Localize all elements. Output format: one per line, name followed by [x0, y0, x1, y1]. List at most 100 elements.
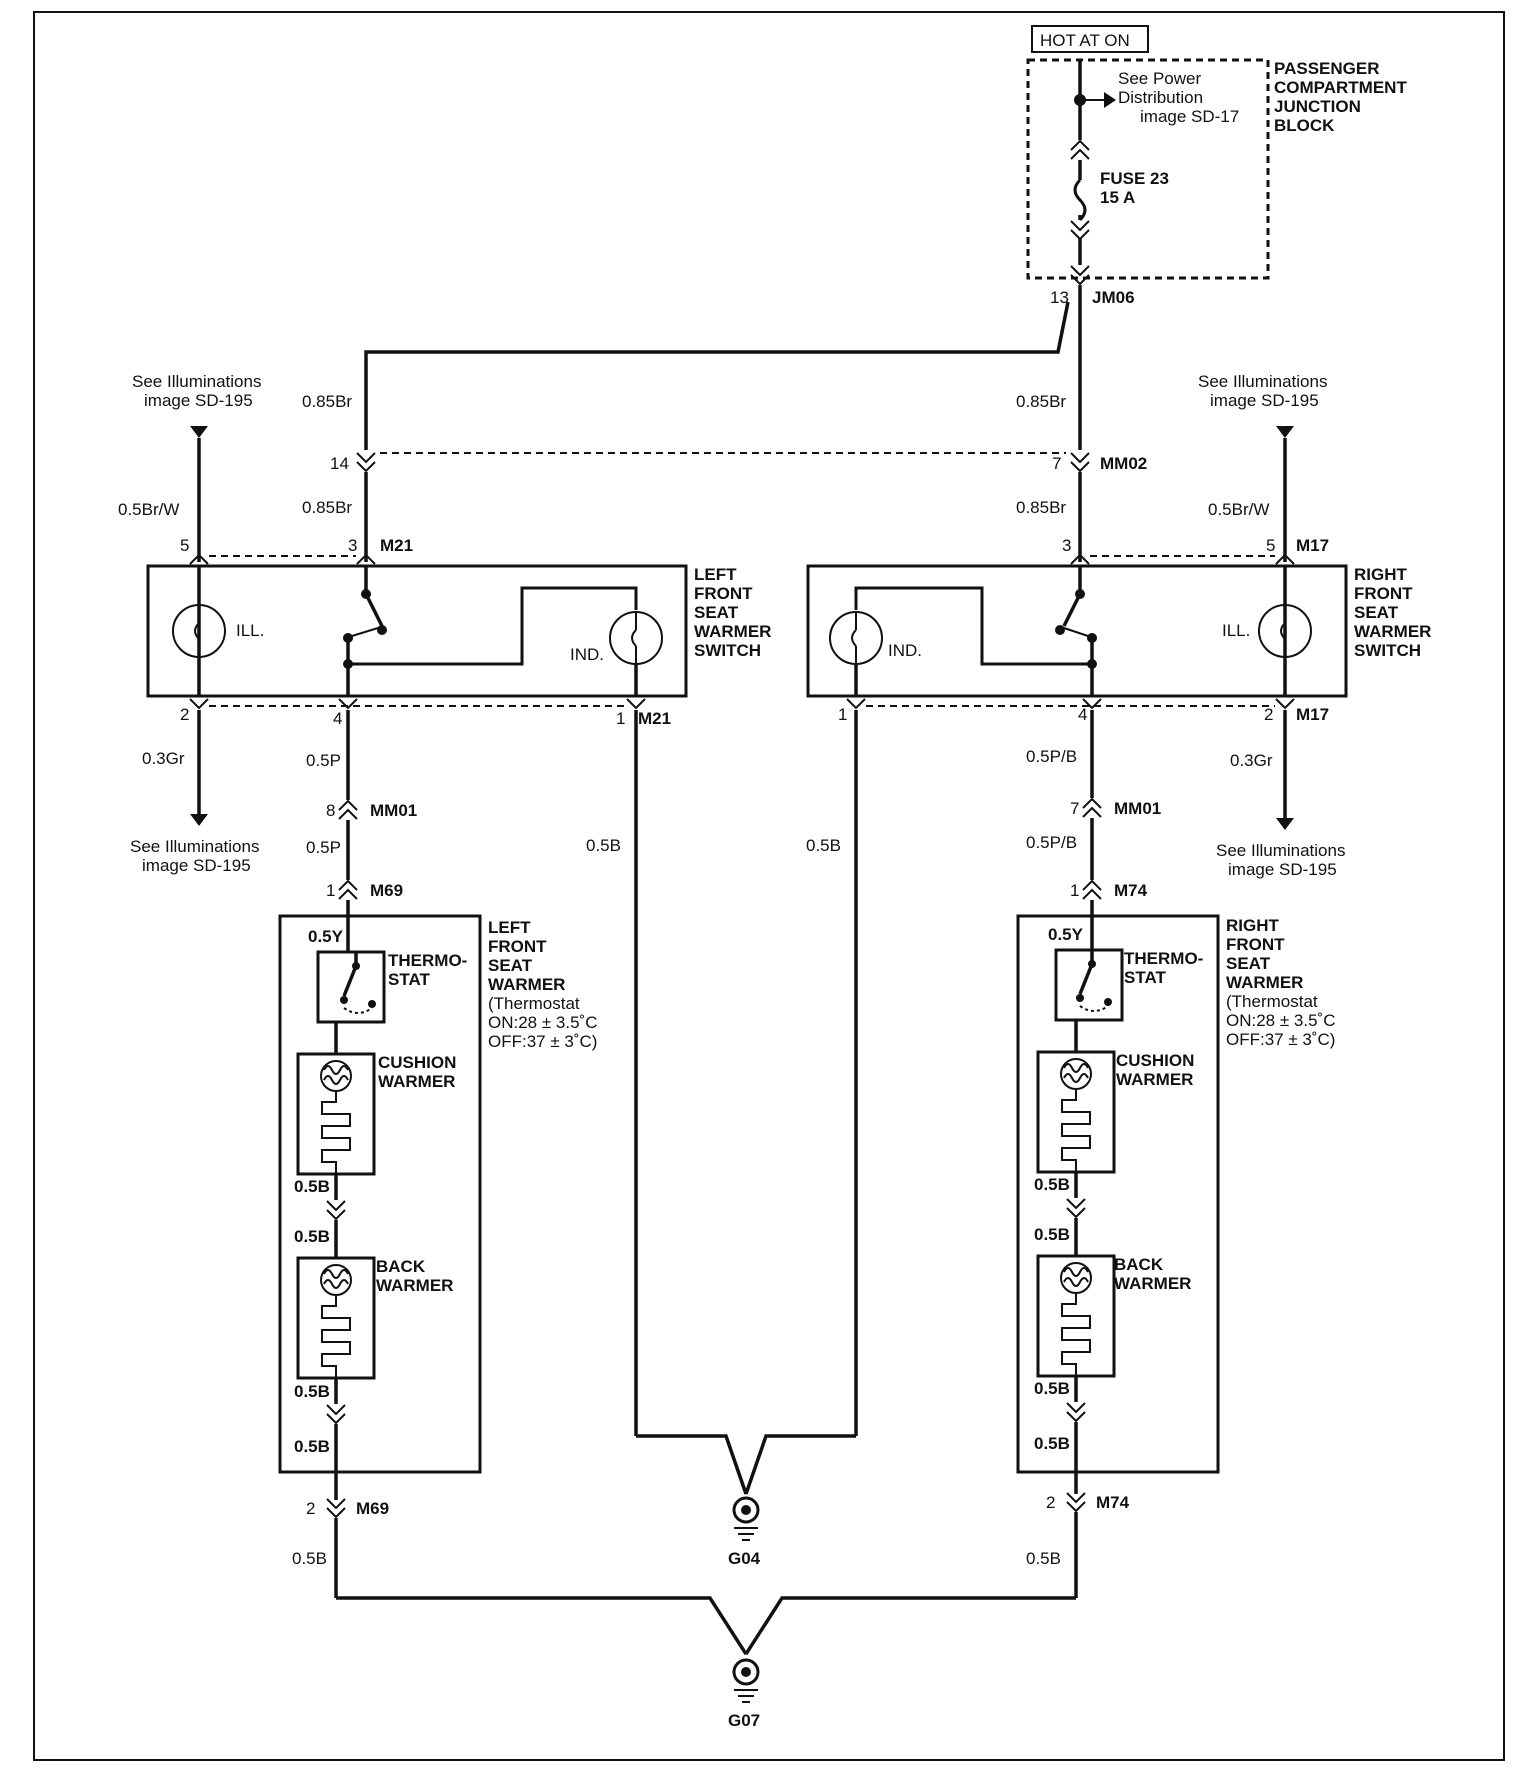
mm01-left-connector: [338, 800, 358, 820]
left-switch-link: [351, 627, 379, 637]
right-switch-box: [806, 564, 1348, 698]
right-ill-top-wire-label: 0.5Br/W: [1208, 500, 1269, 519]
right-switch-pin1: 1: [838, 705, 847, 724]
right-main-wire-label: 0.85Br: [1016, 392, 1066, 411]
left-switch-contact: [377, 625, 387, 635]
right-switch-link: [1063, 627, 1089, 637]
mm01-right-connector: [1082, 798, 1102, 818]
mm02-label: MM02: [1100, 454, 1147, 473]
right-illum-top-arrow-icon: [1276, 426, 1294, 438]
right-switch-title-1: RIGHT: [1354, 565, 1408, 584]
right-ind-label: IND.: [888, 641, 922, 660]
left-out-wire-label-2: 0.5P: [306, 838, 341, 857]
right-feed-label: 0.85Br: [1016, 498, 1066, 517]
g04-ground-symbol: [734, 1527, 758, 1541]
left-warmer-wire-out: 0.5B: [294, 1437, 330, 1456]
left-ill-label: ILL.: [236, 621, 264, 640]
see-power-3: image SD-17: [1140, 107, 1239, 126]
right-warmer-pin-in: 1: [1070, 881, 1079, 900]
right-cushion-label-2: WARMER: [1116, 1070, 1193, 1089]
hot-at-on-box: [1031, 25, 1149, 53]
right-warmer-title-1: RIGHT: [1226, 916, 1280, 935]
left-feed-label: 0.85Br: [302, 498, 352, 517]
right-back-out-wire: 0.5B: [1034, 1379, 1070, 1398]
right-warmer-title-4: WARMER: [1226, 973, 1303, 992]
junction-block-outline: [1026, 58, 1270, 280]
m69-out-connector: [326, 1498, 346, 1518]
left-back-out-wire: 0.5B: [294, 1382, 330, 1401]
g07-junction: [336, 1596, 1076, 1655]
left-illum-top-arrow-icon: [190, 426, 208, 438]
left-pin2-connector: [189, 698, 209, 709]
left-ind-circuit: [348, 586, 638, 666]
hot-at-on-label: HOT AT ON: [1040, 31, 1130, 50]
see-power-2: Distribution: [1118, 88, 1203, 107]
right-illum-ref-bottom-2: image SD-195: [1228, 860, 1337, 879]
left-switch-pin5: 5: [180, 536, 189, 555]
left-illum-ref-top-1: See Illuminations: [132, 372, 261, 391]
right-switch-title-2: FRONT: [1354, 584, 1413, 603]
left-warmer-title-1: LEFT: [488, 918, 531, 937]
right-switch-blade: [1062, 593, 1082, 627]
page-border: [33, 11, 1505, 1761]
left-back-in-wire: 0.5B: [294, 1227, 330, 1246]
right-thermostat-box: [1054, 948, 1124, 1022]
right-out-wire-label-1: 0.5P/B: [1026, 747, 1077, 766]
junction-block-label-2: COMPARTMENT: [1274, 78, 1407, 97]
right-ind-ground-label: 0.5B: [806, 836, 841, 855]
right-switch-title-4: WARMER: [1354, 622, 1431, 641]
left-thermostat-blade: [342, 965, 358, 997]
mm01-label-left: MM01: [370, 801, 417, 820]
left-illum-ref-top-2: image SD-195: [144, 391, 253, 410]
right-pin1-connector: [846, 698, 866, 709]
left-main-wire: [364, 301, 1070, 450]
left-back-label-1: BACK: [376, 1257, 426, 1276]
right-thermostat-blade: [1078, 963, 1094, 995]
left-ind-ground-label: 0.5B: [586, 836, 621, 855]
g04-label: G04: [728, 1549, 761, 1568]
left-warmer-conn-out: M69: [356, 1499, 389, 1518]
left-cushion-label-1: CUSHION: [378, 1053, 456, 1072]
left-switch-blade: [364, 593, 384, 627]
left-warmer-title-5: (Thermostat: [488, 994, 580, 1013]
right-out-wire-label-2: 0.5P/B: [1026, 833, 1077, 852]
right-ind-lamp-icon: [829, 611, 883, 665]
m69-in-connector: [338, 880, 358, 900]
left-cushion-out-wire: 0.5B: [294, 1177, 330, 1196]
left-thermostat-contact: [340, 996, 348, 1004]
left-illum-ref-bottom-1: See Illuminations: [130, 837, 259, 856]
left-back-label-2: WARMER: [376, 1276, 453, 1295]
right-switch-pin5: 5: [1266, 536, 1275, 555]
mm02-left-connector: [356, 452, 376, 472]
left-switch-title-1: LEFT: [694, 565, 737, 584]
left-ind-label: IND.: [570, 645, 604, 664]
right-thermostat-link: [1079, 1005, 1109, 1012]
right-switch-title-3: SEAT: [1354, 603, 1399, 622]
left-back-heater-icon: [296, 1256, 376, 1380]
left-out-wire-label-1: 0.5P: [306, 751, 341, 770]
left-switch-pin1: 1: [616, 709, 625, 728]
right-ind-circuit: [854, 586, 1092, 666]
right-warmer-wire-out: 0.5B: [1034, 1434, 1070, 1453]
right-thermostat-contact: [1076, 994, 1084, 1002]
right-back-in-wire: 0.5B: [1034, 1225, 1070, 1244]
right-illum-ref-top-2: image SD-195: [1210, 391, 1319, 410]
left-back-connector: [326, 1404, 346, 1424]
left-warmer-title-4: WARMER: [488, 975, 565, 994]
junction-block-label-1: PASSENGER: [1274, 59, 1380, 78]
fuse-symbol: [1073, 178, 1087, 222]
left-warmer-wire-in: 0.5Y: [308, 927, 344, 946]
left-switch-pin3: 3: [348, 536, 357, 555]
left-warmer-title-7: OFF:37 ± 3˚C): [488, 1032, 597, 1051]
jm06-label: JM06: [1092, 288, 1135, 307]
left-cushion-connector: [326, 1200, 346, 1220]
left-warmer-title-3: SEAT: [488, 956, 533, 975]
right-warmer-wire-in: 0.5Y: [1048, 925, 1084, 944]
left-switch-title-5: SWITCH: [694, 641, 761, 660]
left-pin1-connector: [626, 698, 646, 709]
g07-ground-icon: [732, 1658, 760, 1686]
left-g07-wire-label: 0.5B: [292, 1549, 327, 1568]
left-ill-top-wire-label: 0.5Br/W: [118, 500, 179, 519]
left-warmer-pin-out: 2: [306, 1499, 315, 1518]
right-thermostat-contact-2: [1104, 998, 1112, 1006]
